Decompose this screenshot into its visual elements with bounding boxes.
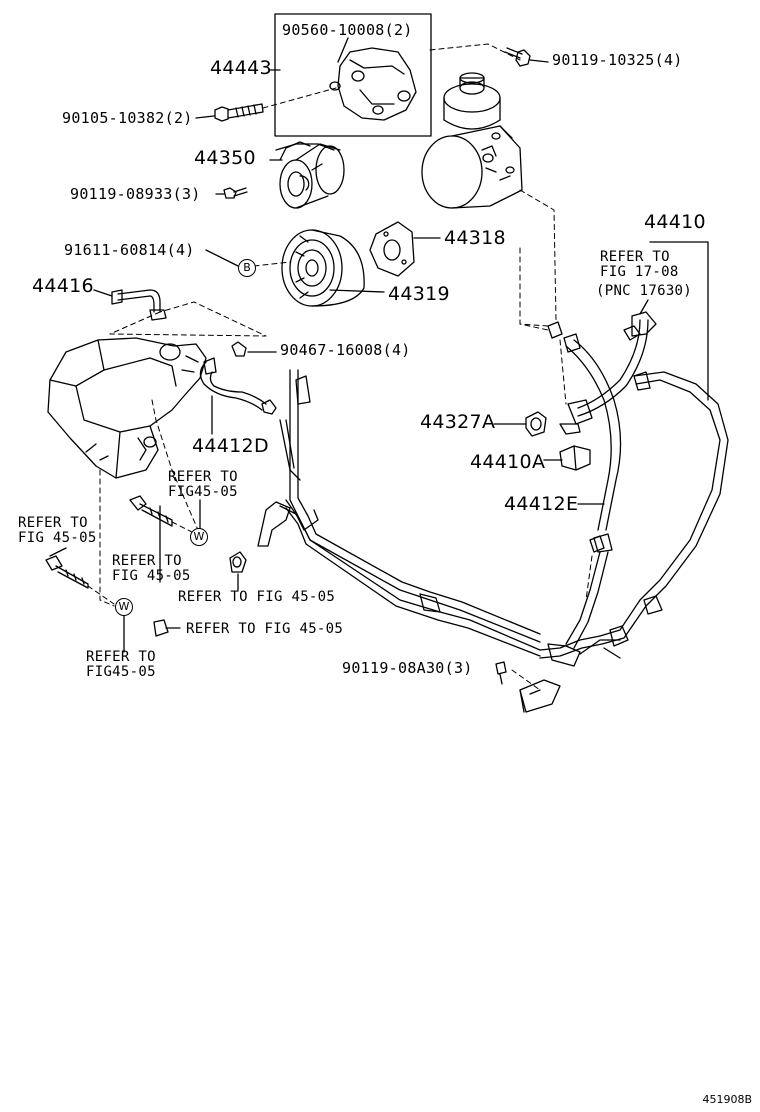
- part-label-44412E: 44412E: [504, 493, 579, 515]
- part-label-44350: 44350: [194, 147, 256, 169]
- part-label-44318: 44318: [444, 227, 506, 249]
- pressure-line: [559, 319, 649, 435]
- refer-fig-45-05-f: FIG45-05: [86, 664, 156, 680]
- union-bolt-44410A: [559, 445, 591, 471]
- refer-to-label-pnc: REFER TO: [600, 249, 670, 265]
- pulley-44350: [275, 141, 345, 209]
- marker-w-upper: W: [190, 528, 208, 546]
- part-label-90119-08933: 90119-08933(3): [70, 185, 201, 203]
- clip-44327A: [525, 411, 547, 437]
- bolt-90119-10325: [504, 47, 531, 67]
- part-label-44412D: 44412D: [192, 435, 269, 457]
- refer-to-label-f: REFER TO: [86, 649, 156, 665]
- tube-44416: [111, 289, 167, 321]
- line-clip-b: [589, 535, 605, 553]
- refer-to-label-c: REFER TO: [112, 553, 182, 569]
- line-bracket-left: [257, 501, 319, 547]
- bracket-nut: [329, 81, 341, 91]
- part-label-44443: 44443: [210, 57, 272, 79]
- part-label-90119-10325: 90119-10325(4): [552, 51, 683, 69]
- line-clip-a: [547, 321, 563, 339]
- part-label-90119-08A30: 90119-08A30(3): [342, 659, 473, 677]
- diagram-code: 451908B: [702, 1093, 752, 1106]
- part-label-44410: 44410: [644, 211, 706, 233]
- hose-44412E: [563, 333, 622, 649]
- return-line-44410: [279, 369, 729, 667]
- refer-fig-45-05-c: FIG 45-05: [112, 568, 191, 584]
- marker-b: B: [238, 259, 256, 277]
- plate-44318: [369, 221, 415, 277]
- hose-44412D: [199, 357, 267, 411]
- power-steering-pump: [421, 72, 523, 209]
- pump-bracket: [329, 47, 417, 121]
- nut-refer-b: [153, 619, 169, 637]
- bracket-group-box: [274, 13, 432, 137]
- pulley-44319: [281, 229, 365, 307]
- bolt-90119-08933: [223, 187, 248, 199]
- part-label-44327A: 44327A: [420, 411, 496, 433]
- part-label-90105-10382: 90105-10382(2): [62, 109, 193, 127]
- marker-w-lower: W: [115, 598, 133, 616]
- steering-gear-housing: [47, 337, 207, 479]
- refer-to-fig-45-05-d: REFER TO FIG 45-05: [178, 589, 336, 605]
- line-bracket-bottom: [519, 679, 561, 713]
- pressure-switch: [623, 311, 657, 341]
- part-label-90560-10008: 90560-10008(2): [282, 21, 413, 39]
- hose-clamp-90467: [231, 341, 277, 415]
- bolt-w-upper: [129, 495, 173, 527]
- nut-refer-a: [229, 551, 247, 573]
- part-label-90467-16008: 90467-16008(4): [280, 341, 411, 359]
- refer-pnc-17630: (PNC 17630): [596, 283, 693, 299]
- bolt-90119-08A30: [495, 661, 507, 685]
- refer-to-label-a: REFER TO: [168, 469, 238, 485]
- refer-fig-17-08: FIG 17-08: [600, 264, 679, 280]
- refer-fig-45-05-b: FIG 45-05: [18, 530, 97, 546]
- refer-fig-45-05-a: FIG45-05: [168, 484, 238, 500]
- part-label-44410A: 44410A: [470, 451, 546, 473]
- part-label-91611-60814: 91611-60814(4): [64, 241, 195, 259]
- refer-to-fig-45-05-e: REFER TO FIG 45-05: [186, 621, 344, 637]
- bolt-90105: [214, 103, 264, 122]
- bolt-w-lower: [45, 555, 89, 589]
- part-label-44416: 44416: [32, 275, 94, 297]
- part-label-44319: 44319: [388, 283, 450, 305]
- refer-to-label-b: REFER TO: [18, 515, 88, 531]
